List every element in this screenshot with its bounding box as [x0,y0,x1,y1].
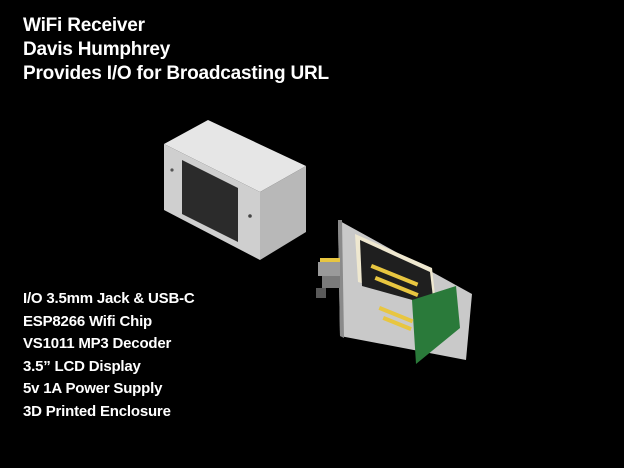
lcd-screen [182,160,238,242]
spec-mp3-decoder: VS1011 MP3 Decoder [23,335,172,352]
jack-connector [316,258,340,298]
pin-headers [370,264,419,331]
spec-lcd-display: 3.5” LCD Display [23,357,141,375]
title-block: WiFi Receiver Davis Humphrey Provides I/… [23,14,443,86]
author-name: Davis Humphrey [23,39,171,60]
spec-power-supply: 5v 1A Power Supply [23,380,163,397]
device-render-svg [164,120,472,364]
spec-io: I/O 3.5mm Jack & USB-C [23,290,195,307]
spec-enclosure: 3D Printed Enclosure [23,402,171,420]
device-render-image [150,110,480,380]
pcb-assembly [316,220,472,364]
spec-wifi-chip: ESP8266 Wifi Chip [23,312,152,330]
slide-title: WiFi Receiver [23,15,145,36]
specs-list: I/O 3.5mm Jack & USB-C ESP8266 Wifi Chip… [23,288,283,423]
pcb-board [412,286,460,364]
enclosure-box [164,120,306,260]
slide-subtitle: Provides I/O for Broadcasting URL [23,63,329,84]
